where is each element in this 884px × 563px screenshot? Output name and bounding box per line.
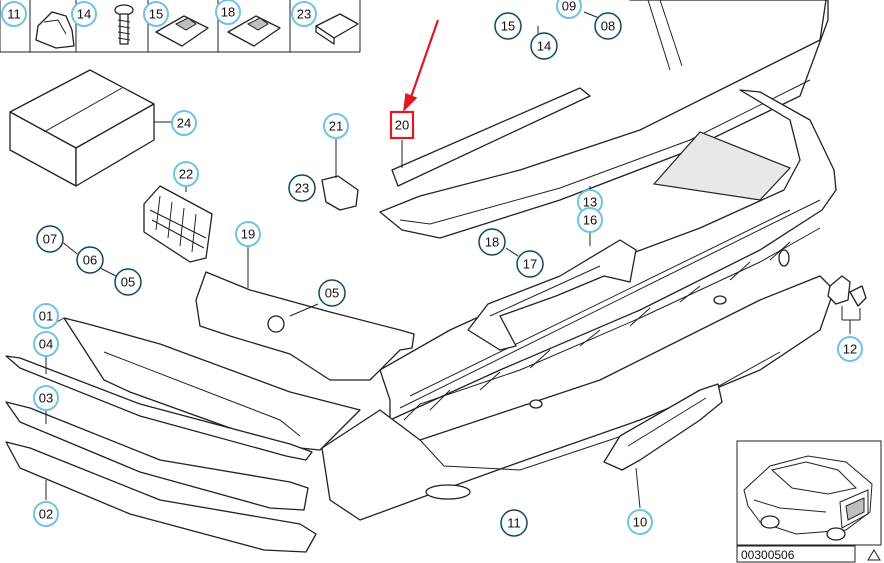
part-20-trim-strip xyxy=(391,87,591,187)
callout-15-top[interactable]: 15 xyxy=(143,1,169,27)
part-04-strip xyxy=(5,355,313,461)
rear-panel-upper xyxy=(379,0,829,239)
part-12-clip xyxy=(827,275,867,334)
svg-text:24: 24 xyxy=(177,116,191,131)
svg-text:05: 05 xyxy=(325,286,339,301)
svg-text:10: 10 xyxy=(633,515,647,530)
callout-14[interactable]: 14 xyxy=(530,32,558,60)
callout-06[interactable]: 06 xyxy=(76,246,104,274)
svg-text:01: 01 xyxy=(39,309,53,324)
callout-03[interactable]: 03 xyxy=(33,385,59,411)
callout-05-b[interactable]: 05 xyxy=(318,279,346,307)
callout-22[interactable]: 22 xyxy=(173,161,199,187)
svg-text:15: 15 xyxy=(501,19,515,34)
svg-text:02: 02 xyxy=(39,507,53,522)
svg-text:17: 17 xyxy=(523,257,537,272)
part-16-bracket xyxy=(467,239,637,351)
svg-text:22: 22 xyxy=(179,167,193,182)
callout-14-top[interactable]: 14 xyxy=(71,1,97,27)
callout-15[interactable]: 15 xyxy=(494,12,522,40)
red-arrow-icon xyxy=(402,19,440,113)
part-22-grille xyxy=(143,185,213,263)
callout-10[interactable]: 10 xyxy=(627,509,653,535)
svg-text:21: 21 xyxy=(329,119,343,134)
part-03-strip xyxy=(5,401,309,511)
callout-23[interactable]: 23 xyxy=(288,174,316,202)
bumper-cover-strips xyxy=(5,317,361,553)
callout-11-top[interactable]: 11 xyxy=(1,1,27,27)
svg-text:12: 12 xyxy=(843,342,857,357)
svg-text:18: 18 xyxy=(221,5,235,20)
svg-text:23: 23 xyxy=(295,181,309,196)
callout-12[interactable]: 12 xyxy=(837,336,863,362)
part-01-cover xyxy=(63,317,361,451)
part-02-strip xyxy=(5,441,317,553)
svg-text:11: 11 xyxy=(507,516,521,531)
part-screw-shape xyxy=(114,4,134,45)
svg-text:03: 03 xyxy=(39,391,53,406)
callout-18[interactable]: 18 xyxy=(478,228,506,256)
callout-09[interactable]: 09 xyxy=(556,0,582,19)
svg-text:09: 09 xyxy=(562,0,576,14)
svg-text:11: 11 xyxy=(7,7,21,22)
svg-text:15: 15 xyxy=(149,7,163,22)
callout-24[interactable]: 24 xyxy=(171,110,197,136)
callout-18-top[interactable]: 18 xyxy=(215,0,241,25)
svg-text:05: 05 xyxy=(121,275,135,290)
svg-text:08: 08 xyxy=(601,19,615,34)
callout-02[interactable]: 02 xyxy=(33,501,59,527)
part-21-clip xyxy=(321,175,359,211)
diagram-id-box: 00300506 xyxy=(736,545,856,563)
svg-text:14: 14 xyxy=(537,39,551,54)
part-24-box xyxy=(9,69,172,187)
svg-text:16: 16 xyxy=(583,213,597,228)
callout-19[interactable]: 19 xyxy=(235,221,261,247)
car-thumbnail xyxy=(736,440,882,546)
callout-11[interactable]: 11 xyxy=(500,509,528,537)
svg-text:18: 18 xyxy=(485,235,499,250)
svg-text:14: 14 xyxy=(77,7,91,22)
callout-08[interactable]: 08 xyxy=(594,12,622,40)
hardware-strip xyxy=(0,0,361,53)
svg-text:13: 13 xyxy=(583,195,597,210)
part-10-bracket xyxy=(603,383,723,509)
callout-05-a[interactable]: 05 xyxy=(114,268,142,296)
callout-20-highlighted[interactable]: 20 xyxy=(389,110,415,140)
svg-text:07: 07 xyxy=(43,232,57,247)
callout-23-top[interactable]: 23 xyxy=(291,1,317,27)
svg-text:23: 23 xyxy=(297,7,311,22)
part-14-clip-shape xyxy=(35,11,75,49)
triangle-icon xyxy=(867,549,881,561)
callout-16[interactable]: 16 xyxy=(577,207,603,233)
svg-text:04: 04 xyxy=(39,337,53,352)
callout-07[interactable]: 07 xyxy=(36,225,64,253)
callout-17[interactable]: 17 xyxy=(516,250,544,278)
callout-layer: 11 14 15 18 23 09 15 08 14 24 21 20 23 2… xyxy=(1,0,863,537)
svg-text:19: 19 xyxy=(241,227,255,242)
callout-01[interactable]: 01 xyxy=(33,303,59,329)
svg-text:20: 20 xyxy=(395,118,409,133)
callout-04[interactable]: 04 xyxy=(33,331,59,357)
part-19-bracket xyxy=(195,246,415,381)
svg-text:06: 06 xyxy=(83,253,97,268)
diagram-id-text: 00300506 xyxy=(741,548,795,562)
callout-21[interactable]: 21 xyxy=(323,113,349,139)
